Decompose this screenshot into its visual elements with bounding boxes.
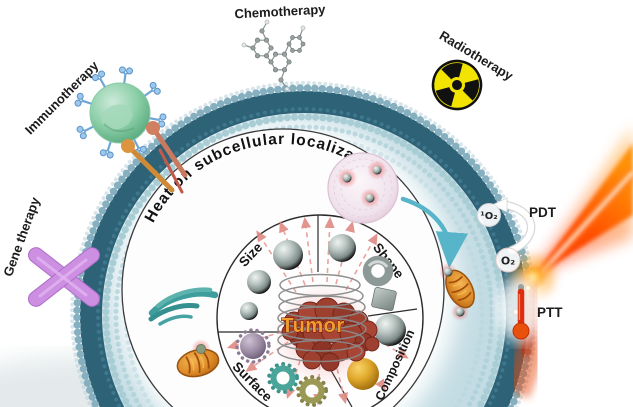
- spiky-particle: [235, 328, 271, 364]
- ptt-process: PTT: [497, 276, 563, 342]
- tumor-label: Tumor: [281, 315, 344, 337]
- gene-therapy-group: Gene therapy: [0, 195, 100, 307]
- mitochondrion-icon: [439, 263, 475, 321]
- membrane-receptors: [121, 121, 188, 194]
- torus-particle: [362, 255, 394, 287]
- pdt-label: PDT: [529, 205, 557, 220]
- radiotherapy-group: Radiotherapy: [431, 28, 516, 111]
- pdt-process: ¹O₂ O₂ PDT: [477, 197, 557, 273]
- ptt-label: PTT: [537, 305, 563, 320]
- molecule-atoms: [250, 28, 306, 83]
- nanoparticle-design-wheel: Size Shape Composition Surface: [216, 214, 424, 407]
- shape-nanoparticles: [328, 234, 397, 312]
- cytoplasm-texture: [113, 124, 495, 407]
- tumor-mass: [281, 297, 380, 372]
- receptor-head: [146, 121, 160, 135]
- oxygen-label: O₂: [501, 255, 515, 268]
- tumor-core: Tumor: [273, 273, 380, 387]
- immunotherapy-group: Immunotherapy: [22, 57, 168, 160]
- cube-particle: [371, 286, 397, 312]
- chemotherapy-group: Chemotherapy: [234, 2, 327, 92]
- targeting-arrow: [400, 196, 469, 269]
- radiation-trefoil-icon: [431, 59, 483, 111]
- sphere-particle: [328, 234, 356, 262]
- oxygen-bubble: [495, 247, 521, 273]
- nanoparticle: [196, 344, 206, 354]
- singlet-oxygen-bubble: [477, 203, 501, 227]
- immunotherapy-label: Immunotherapy: [22, 57, 102, 137]
- receptor-head: [121, 139, 135, 153]
- thermometer-icon: [512, 284, 530, 340]
- gene-therapy-label: Gene therapy: [0, 195, 43, 279]
- molecule-h-atoms: [241, 19, 306, 92]
- chemotherapy-label: Chemotherapy: [234, 2, 326, 22]
- size-nanoparticles: [240, 240, 303, 320]
- conversion-arrow: [491, 197, 508, 213]
- heating-coil-icon: [277, 273, 367, 363]
- endosome-vesicle-icon: [327, 152, 399, 224]
- mitochondrion-icon: [176, 339, 220, 378]
- singlet-oxygen-label: ¹O₂: [480, 211, 497, 222]
- golgi-icon: [148, 287, 219, 326]
- chromosome-x-icon: [28, 247, 100, 307]
- laser-beam: [503, 126, 633, 399]
